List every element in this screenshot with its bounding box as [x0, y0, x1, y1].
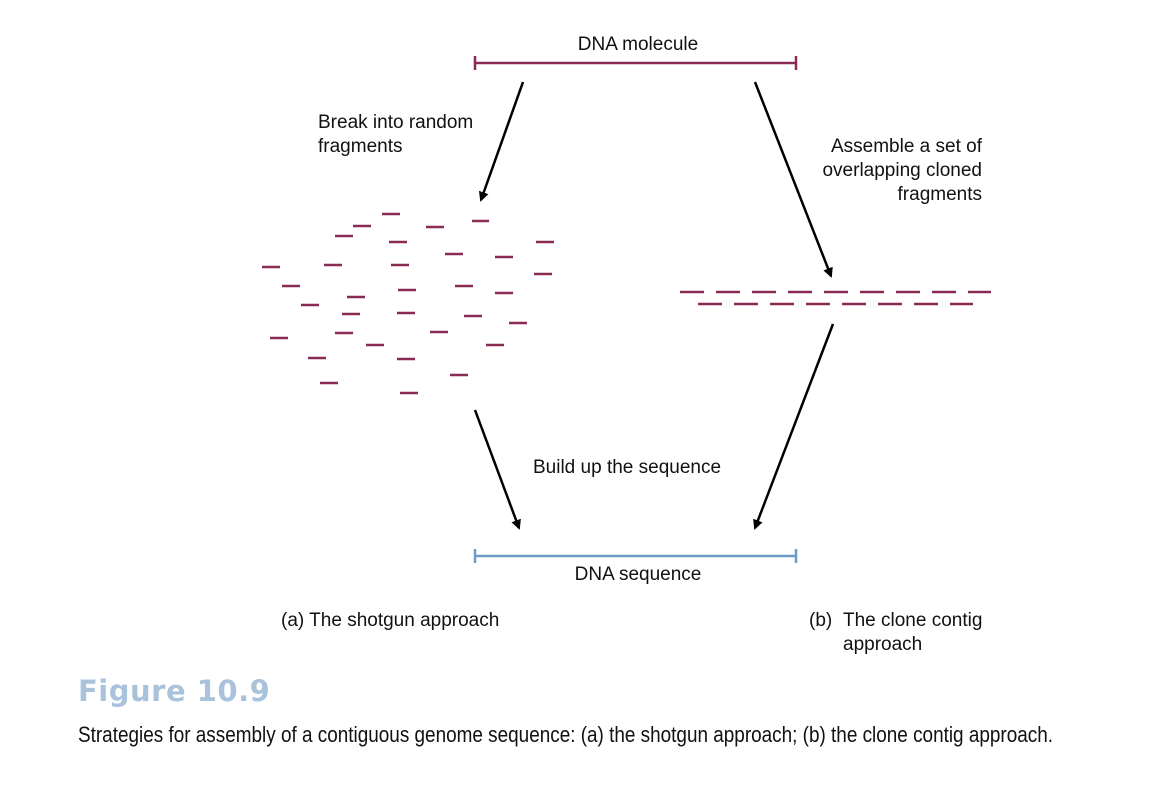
figure-caption: Strategies for assembly of a contiguous … — [78, 722, 1053, 747]
break-step-line-2: fragments — [318, 136, 403, 157]
assemble-step-line-3: fragments — [897, 184, 982, 205]
break-step-label: Break into random fragments — [318, 111, 473, 159]
dna-molecule-bar — [473, 56, 798, 70]
genome-assembly-diagram: DNA molecule Break into random fragments… — [262, 34, 991, 657]
dna-sequence-label: DNA sequence — [574, 564, 702, 585]
arrow-contig-build — [753, 323, 835, 530]
panel-a-letter: (a) — [281, 610, 305, 631]
assemble-step-line-2: overlapping cloned — [822, 160, 982, 181]
arrow-shotgun-build — [473, 409, 521, 530]
panel-b-label: (b) The clone contig approach — [809, 609, 982, 657]
panel-a-label: (a) The shotgun approach — [281, 609, 499, 633]
break-step-line-1: Break into random — [318, 112, 474, 133]
arrow-break-fragments — [478, 81, 525, 202]
build-step-label: Build up the sequence — [533, 457, 722, 478]
arrow-assemble-overlap — [753, 81, 833, 278]
random-fragments — [262, 212, 554, 395]
panel-b-text-line-2: approach — [843, 634, 923, 655]
diagram-graphics — [262, 56, 991, 563]
panel-a-text: The shotgun approach — [309, 610, 500, 631]
dna-sequence-bar — [473, 549, 798, 563]
assemble-step-label: Assemble a set of overlapping cloned fra… — [762, 135, 982, 207]
panel-b-letter: (b) — [809, 610, 833, 631]
assemble-step-line-1: Assemble a set of — [830, 136, 982, 157]
panel-b-text-line-1: The clone contig — [843, 610, 983, 631]
dna-molecule-label: DNA molecule — [577, 34, 699, 55]
overlapping-fragments — [680, 290, 991, 306]
figure-number: Figure 10.9 — [78, 674, 271, 708]
